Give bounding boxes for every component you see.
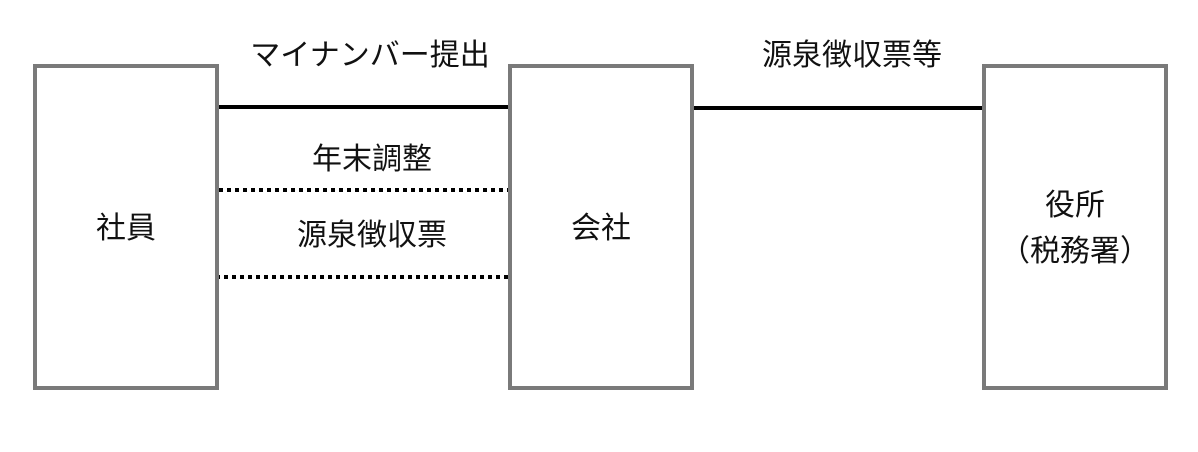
tax-office-label-line1: 役所 (1045, 188, 1105, 223)
edge-label-withholding-slip: 源泉徴収票 (270, 216, 474, 256)
employee-label: 社員 (96, 211, 156, 246)
tax-office-box: 役所 （税務署） (982, 64, 1168, 390)
employee-box: 社員 (33, 64, 219, 390)
company-box: 会社 (508, 64, 694, 390)
edge-label-withholding-slip-etc: 源泉徴収票等 (730, 36, 974, 76)
company-label: 会社 (571, 211, 631, 246)
edge-label-year-end-adjustment: 年末調整 (280, 140, 464, 180)
edge-label-my-number: マイナンバー提出 (238, 36, 502, 76)
tax-office-label-line2: （税務署） (1000, 234, 1150, 269)
